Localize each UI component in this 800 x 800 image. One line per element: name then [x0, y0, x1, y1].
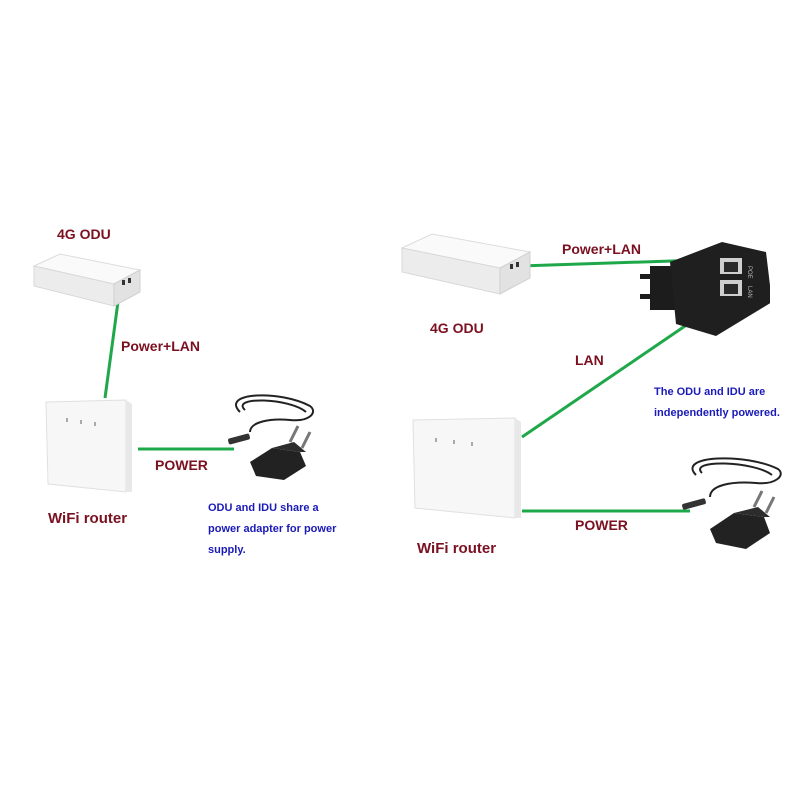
- right-power-adapter-icon: [682, 457, 782, 549]
- right-wifi-router-icon: [412, 417, 521, 519]
- left-wifi-router-icon: [45, 399, 132, 493]
- left-power-lan-label: Power+LAN: [121, 338, 200, 354]
- poe-port-label: POE: [746, 266, 752, 279]
- lan-port-label: LAN: [746, 286, 752, 298]
- left-note: ODU and IDU share a power adapter for po…: [208, 498, 336, 561]
- left-odu-label: 4G ODU: [57, 226, 111, 242]
- left-power-lan-wire: [103, 286, 122, 399]
- right-lan-label: LAN: [575, 352, 604, 368]
- right-power-lan-label: Power+LAN: [562, 241, 641, 257]
- right-odu-label: 4G ODU: [430, 320, 484, 336]
- right-odu-device-icon: [400, 233, 532, 295]
- left-router-label: WiFi router: [48, 510, 128, 527]
- right-note-line-2: independently powered.: [654, 407, 780, 419]
- poe-injector-icon: POE LAN: [640, 242, 770, 336]
- right-note-line-1: The ODU and IDU are: [654, 386, 766, 398]
- left-power-adapter-icon: [228, 394, 315, 480]
- left-note-line-1: ODU and IDU share a: [208, 502, 319, 514]
- right-note: The ODU and IDU are independently powere…: [654, 382, 780, 424]
- right-router-label: WiFi router: [417, 540, 497, 557]
- left-odu-device-icon: [32, 253, 142, 307]
- left-note-line-3: supply.: [208, 544, 246, 556]
- right-power-label: POWER: [575, 517, 628, 533]
- left-note-line-2: power adapter for power: [208, 523, 337, 535]
- left-power-label: POWER: [155, 457, 208, 473]
